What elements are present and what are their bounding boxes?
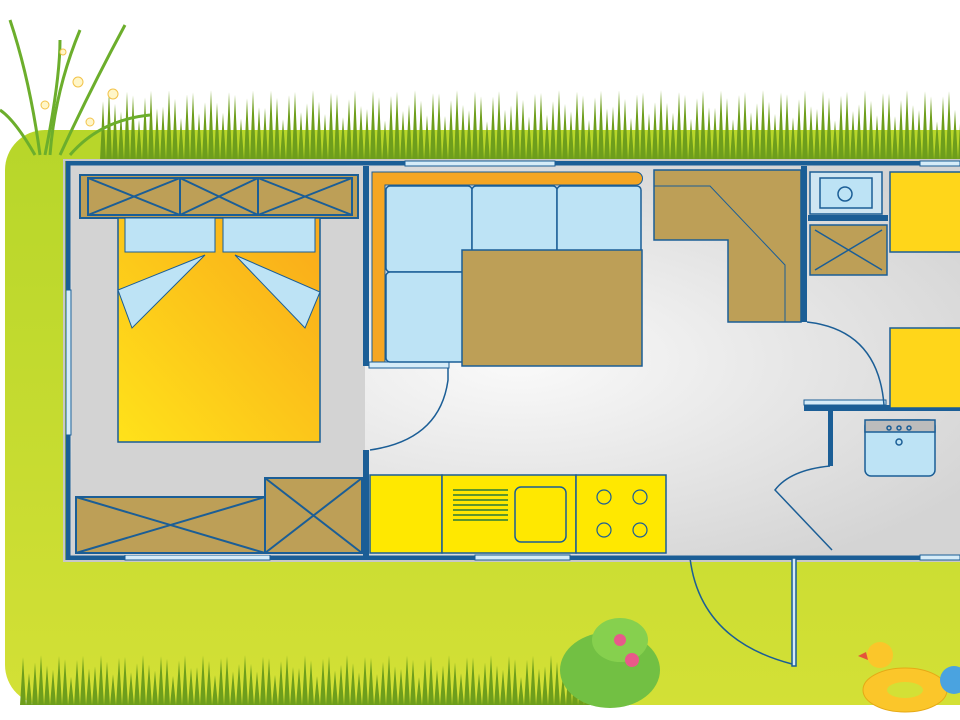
hob-icon: [596, 489, 648, 538]
bed-single: [889, 171, 960, 253]
right-room: [774, 171, 960, 551]
flower-icons: [40, 48, 119, 127]
bedroom: [72, 167, 449, 555]
entrance-door[interactable]: [689, 557, 797, 667]
grass-tuft-icon: [0, 19, 151, 156]
grass-blades: [100, 90, 960, 160]
sink-icon: [514, 486, 567, 543]
corner-cabinet: [653, 169, 802, 323]
folded-sheet: [234, 254, 321, 329]
duck-float-icon: [858, 642, 960, 713]
folded-sheet: [117, 254, 206, 329]
kitchen-counter: [369, 474, 667, 554]
pillow: [222, 217, 316, 253]
storage-units: [75, 477, 363, 554]
grass-bottom: [20, 655, 602, 705]
room-door[interactable]: [806, 321, 885, 406]
grass-top: [100, 90, 960, 160]
bedroom-door[interactable]: [369, 367, 449, 451]
cushion: [385, 185, 473, 273]
interior-walls: [363, 166, 960, 556]
lounge-seating: [371, 171, 643, 367]
bush-icon: [560, 618, 660, 708]
cushion: [385, 271, 467, 363]
bed-single: [889, 327, 960, 409]
grass-blades: [20, 655, 602, 705]
bathroom-door[interactable]: [774, 465, 833, 551]
dining-table: [461, 249, 643, 367]
pillow: [124, 217, 216, 253]
bench-backrest: [371, 171, 643, 363]
double-bed: [117, 217, 321, 443]
windows: [65, 160, 960, 561]
drainer-icon: [453, 489, 508, 521]
overhead-cabinet: [79, 174, 359, 219]
